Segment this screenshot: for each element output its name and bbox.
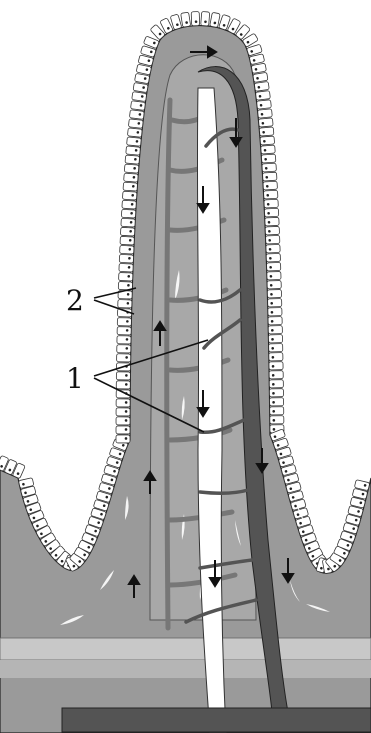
epithelial-cell bbox=[268, 326, 282, 334]
epithelial-cell bbox=[120, 236, 134, 245]
epithelial-cell bbox=[121, 218, 135, 227]
epithelial-cell bbox=[181, 12, 191, 27]
epithelial-cell bbox=[261, 154, 275, 163]
epithelial-cell bbox=[261, 145, 276, 154]
epithelial-cell bbox=[269, 371, 283, 379]
epithelial-cell bbox=[264, 199, 278, 208]
epithelial-cell bbox=[257, 100, 272, 109]
epithelial-cell bbox=[268, 308, 282, 316]
epithelial-cell bbox=[126, 146, 141, 155]
epithelial-cell bbox=[116, 372, 130, 380]
epithelial-cell bbox=[256, 91, 271, 101]
epithelial-cell bbox=[133, 82, 148, 92]
epithelial-cell bbox=[267, 271, 281, 279]
epithelial-cell bbox=[201, 11, 210, 26]
cell-nucleus bbox=[125, 410, 128, 413]
epithelial-cell bbox=[117, 318, 131, 326]
epithelial-cell bbox=[258, 118, 273, 127]
epithelial-cell bbox=[116, 426, 130, 434]
epithelial-cell bbox=[260, 136, 275, 145]
epithelial-cell bbox=[210, 12, 221, 27]
epithelial-cell bbox=[129, 110, 144, 120]
epithelial-cell bbox=[116, 435, 130, 443]
epithelial-cell bbox=[258, 109, 273, 118]
epithelial-cell bbox=[270, 398, 284, 406]
epithelial-cell bbox=[132, 92, 147, 102]
epithelial-cell bbox=[122, 200, 136, 209]
epithelial-cell bbox=[125, 155, 140, 164]
epithelial-cell bbox=[124, 164, 139, 173]
epithelial-cell bbox=[268, 317, 282, 325]
cell-nucleus bbox=[125, 437, 128, 440]
epithelial-cell bbox=[267, 262, 281, 270]
epithelial-cell bbox=[123, 182, 138, 191]
epithelial-cell bbox=[118, 300, 132, 308]
epithelial-cell bbox=[117, 354, 131, 362]
label-1: 1 bbox=[66, 362, 84, 395]
submucosal-vein bbox=[62, 708, 371, 732]
epithelial-cell bbox=[264, 208, 278, 217]
epithelial-cell bbox=[267, 290, 281, 298]
epithelial-cell bbox=[266, 235, 280, 244]
epithelial-cell bbox=[116, 381, 130, 389]
epithelial-cell bbox=[117, 345, 131, 353]
epithelial-cell bbox=[264, 190, 278, 199]
epithelial-cell bbox=[269, 362, 283, 370]
muscle-band bbox=[0, 660, 371, 678]
epithelial-cell bbox=[131, 101, 146, 111]
epithelial-cell bbox=[119, 263, 133, 272]
epithelial-cell bbox=[116, 417, 130, 425]
epithelial-cell bbox=[121, 209, 135, 218]
epithelial-cell bbox=[265, 226, 279, 235]
epithelial-cell bbox=[269, 353, 283, 361]
epithelial-cell bbox=[127, 137, 142, 146]
epithelial-cell bbox=[266, 244, 280, 252]
epithelial-cell bbox=[269, 380, 283, 388]
epithelial-cell bbox=[116, 408, 130, 416]
epithelial-cell bbox=[117, 327, 131, 335]
epithelial-cell bbox=[120, 245, 134, 254]
epithelial-cell bbox=[119, 272, 133, 280]
cell-nucleus bbox=[125, 401, 128, 404]
epithelial-cell bbox=[267, 281, 281, 289]
epithelial-cell bbox=[270, 416, 284, 424]
epithelial-cell bbox=[265, 217, 279, 226]
epithelial-cell bbox=[251, 63, 266, 73]
epithelial-cell bbox=[120, 227, 134, 236]
cell-nucleus bbox=[125, 419, 128, 422]
epithelial-cell bbox=[262, 163, 276, 172]
epithelial-cell bbox=[269, 344, 283, 352]
epithelial-cell bbox=[269, 389, 283, 397]
epithelial-cell bbox=[268, 335, 282, 343]
epithelial-cell bbox=[191, 12, 199, 26]
epithelial-cell bbox=[259, 127, 274, 136]
epithelial-cell bbox=[119, 254, 133, 263]
cell-nucleus bbox=[125, 428, 128, 431]
epithelial-cell bbox=[266, 253, 280, 261]
epithelial-cell bbox=[263, 172, 277, 181]
epithelial-cell bbox=[116, 399, 130, 407]
epithelial-cell bbox=[128, 119, 143, 129]
epithelial-cell bbox=[117, 336, 131, 344]
epithelial-cell bbox=[253, 72, 268, 82]
epithelial-cell bbox=[263, 181, 277, 190]
label-2: 2 bbox=[66, 284, 84, 317]
submucosa-band bbox=[0, 638, 371, 660]
epithelial-cell bbox=[270, 407, 284, 415]
epithelial-cell bbox=[254, 82, 269, 92]
epithelial-cell bbox=[124, 173, 139, 182]
epithelial-cell bbox=[122, 191, 136, 200]
epithelial-cell bbox=[268, 299, 282, 307]
epithelial-cell bbox=[135, 73, 150, 83]
epithelial-cell bbox=[127, 128, 142, 137]
